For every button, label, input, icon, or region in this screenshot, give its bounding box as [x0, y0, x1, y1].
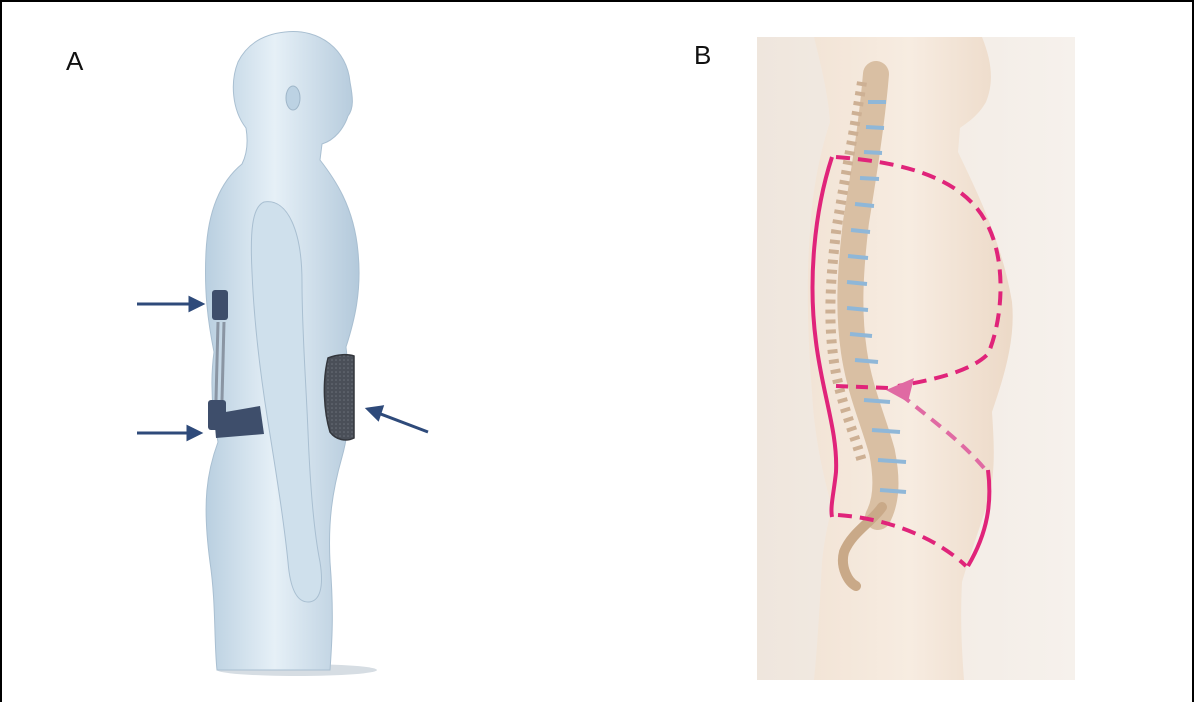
brace-strut: [216, 322, 218, 400]
mid-zone-dashed: [836, 386, 888, 388]
arrow-front: [378, 413, 428, 432]
arrow-front-head: [368, 407, 382, 419]
arrow-lower-back-head: [188, 427, 200, 439]
brace-strut-2: [222, 322, 224, 400]
panel-b-illustration: [757, 37, 1075, 680]
arrow-upper-back-head: [190, 298, 202, 310]
abdominal-pad: [324, 355, 354, 440]
brace-upper-pad: [212, 290, 228, 320]
panel-a-illustration: [137, 32, 428, 676]
human-ear: [286, 86, 300, 110]
